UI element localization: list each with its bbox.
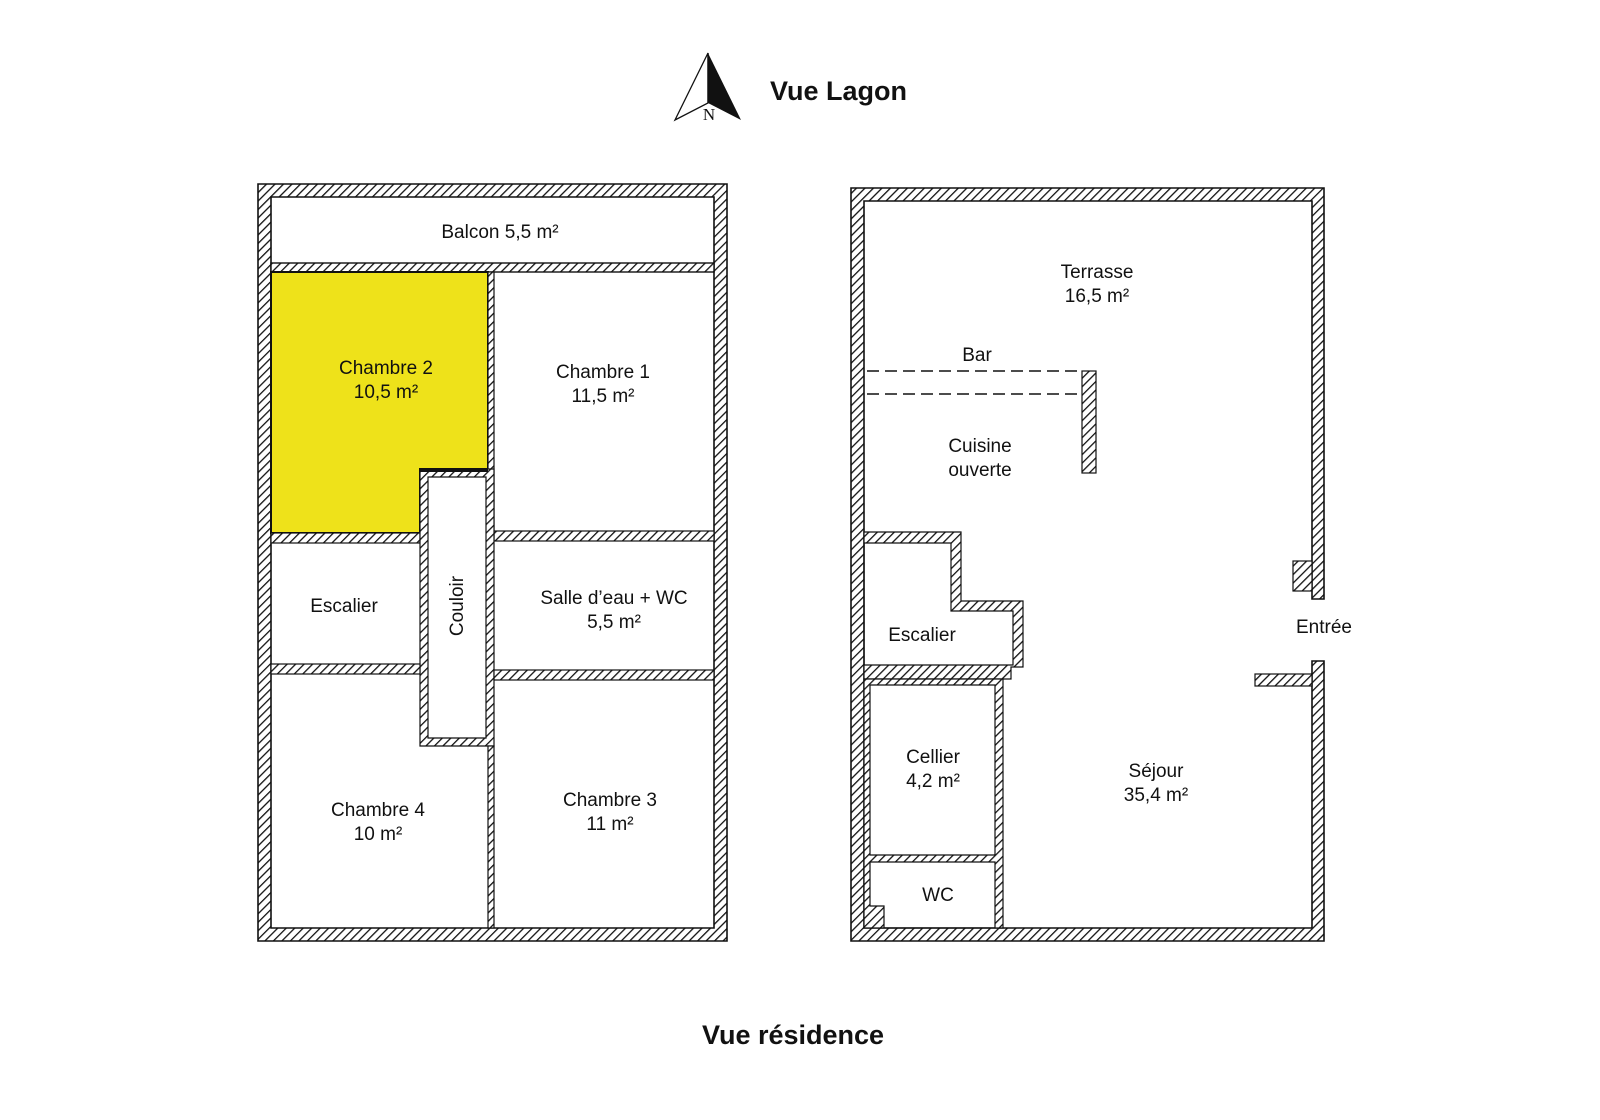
wall-c1-bottom (493, 530, 715, 542)
label-escalier-ground: Escalier (888, 625, 956, 646)
title-vue-residence: Vue résidence (702, 1020, 884, 1050)
title-vue-lagon: Vue Lagon (770, 76, 907, 106)
upper-outer-wall (257, 183, 728, 942)
area-sejour: 35,4 m² (1124, 785, 1188, 806)
label-terrasse: Terrasse (1061, 262, 1134, 283)
label-sejour: Séjour (1129, 761, 1185, 782)
label-couloir: Couloir (447, 575, 468, 636)
area-terrasse: 16,5 m² (1065, 286, 1129, 307)
bar-post (1081, 370, 1097, 474)
label-wc: WC (922, 885, 954, 906)
label-bar: Bar (962, 345, 992, 366)
area-chambre-1: 11,5 m² (571, 386, 634, 407)
label-chambre-1: Chambre 1 (556, 362, 650, 383)
stair-wall (863, 531, 1024, 680)
wall-escalier-bottom (270, 663, 421, 675)
area-cellier: 4,2 m² (906, 771, 960, 792)
upper-floor-plan (257, 183, 728, 942)
cellier-wc-wall (863, 678, 1004, 929)
wall-sde-bottom (493, 669, 715, 681)
area-chambre-3: 11 m² (586, 814, 633, 835)
label-entree: Entrée (1296, 617, 1352, 638)
balcony-wall (270, 262, 715, 273)
label-salle-eau: Salle d’eau + WC (540, 588, 687, 609)
entrance-jamb-top (1292, 560, 1313, 592)
label-escalier-upper: Escalier (310, 596, 378, 617)
area-salle-eau: 5,5 m² (587, 612, 641, 633)
label-chambre-3: Chambre 3 (563, 790, 657, 811)
label-cellier: Cellier (906, 747, 961, 768)
label-chambre-4: Chambre 4 (331, 800, 425, 821)
wall-c4-c3 (487, 745, 495, 929)
label-cuisine-line2: ouverte (948, 460, 1011, 481)
north-letter: N (703, 105, 715, 124)
area-chambre-2: 10,5 m² (354, 382, 418, 403)
label-balcon: Balcon 5,5 m² (441, 222, 558, 243)
area-chambre-4: 10 m² (354, 824, 403, 845)
label-chambre-2: Chambre 2 (339, 358, 433, 379)
wall-c2-bottom (270, 532, 421, 544)
ground-floor-plan (850, 187, 1325, 942)
label-cuisine-line1: Cuisine (948, 436, 1011, 457)
north-arrow-icon: N (673, 52, 741, 124)
entrance-jamb-bottom (1254, 673, 1313, 687)
